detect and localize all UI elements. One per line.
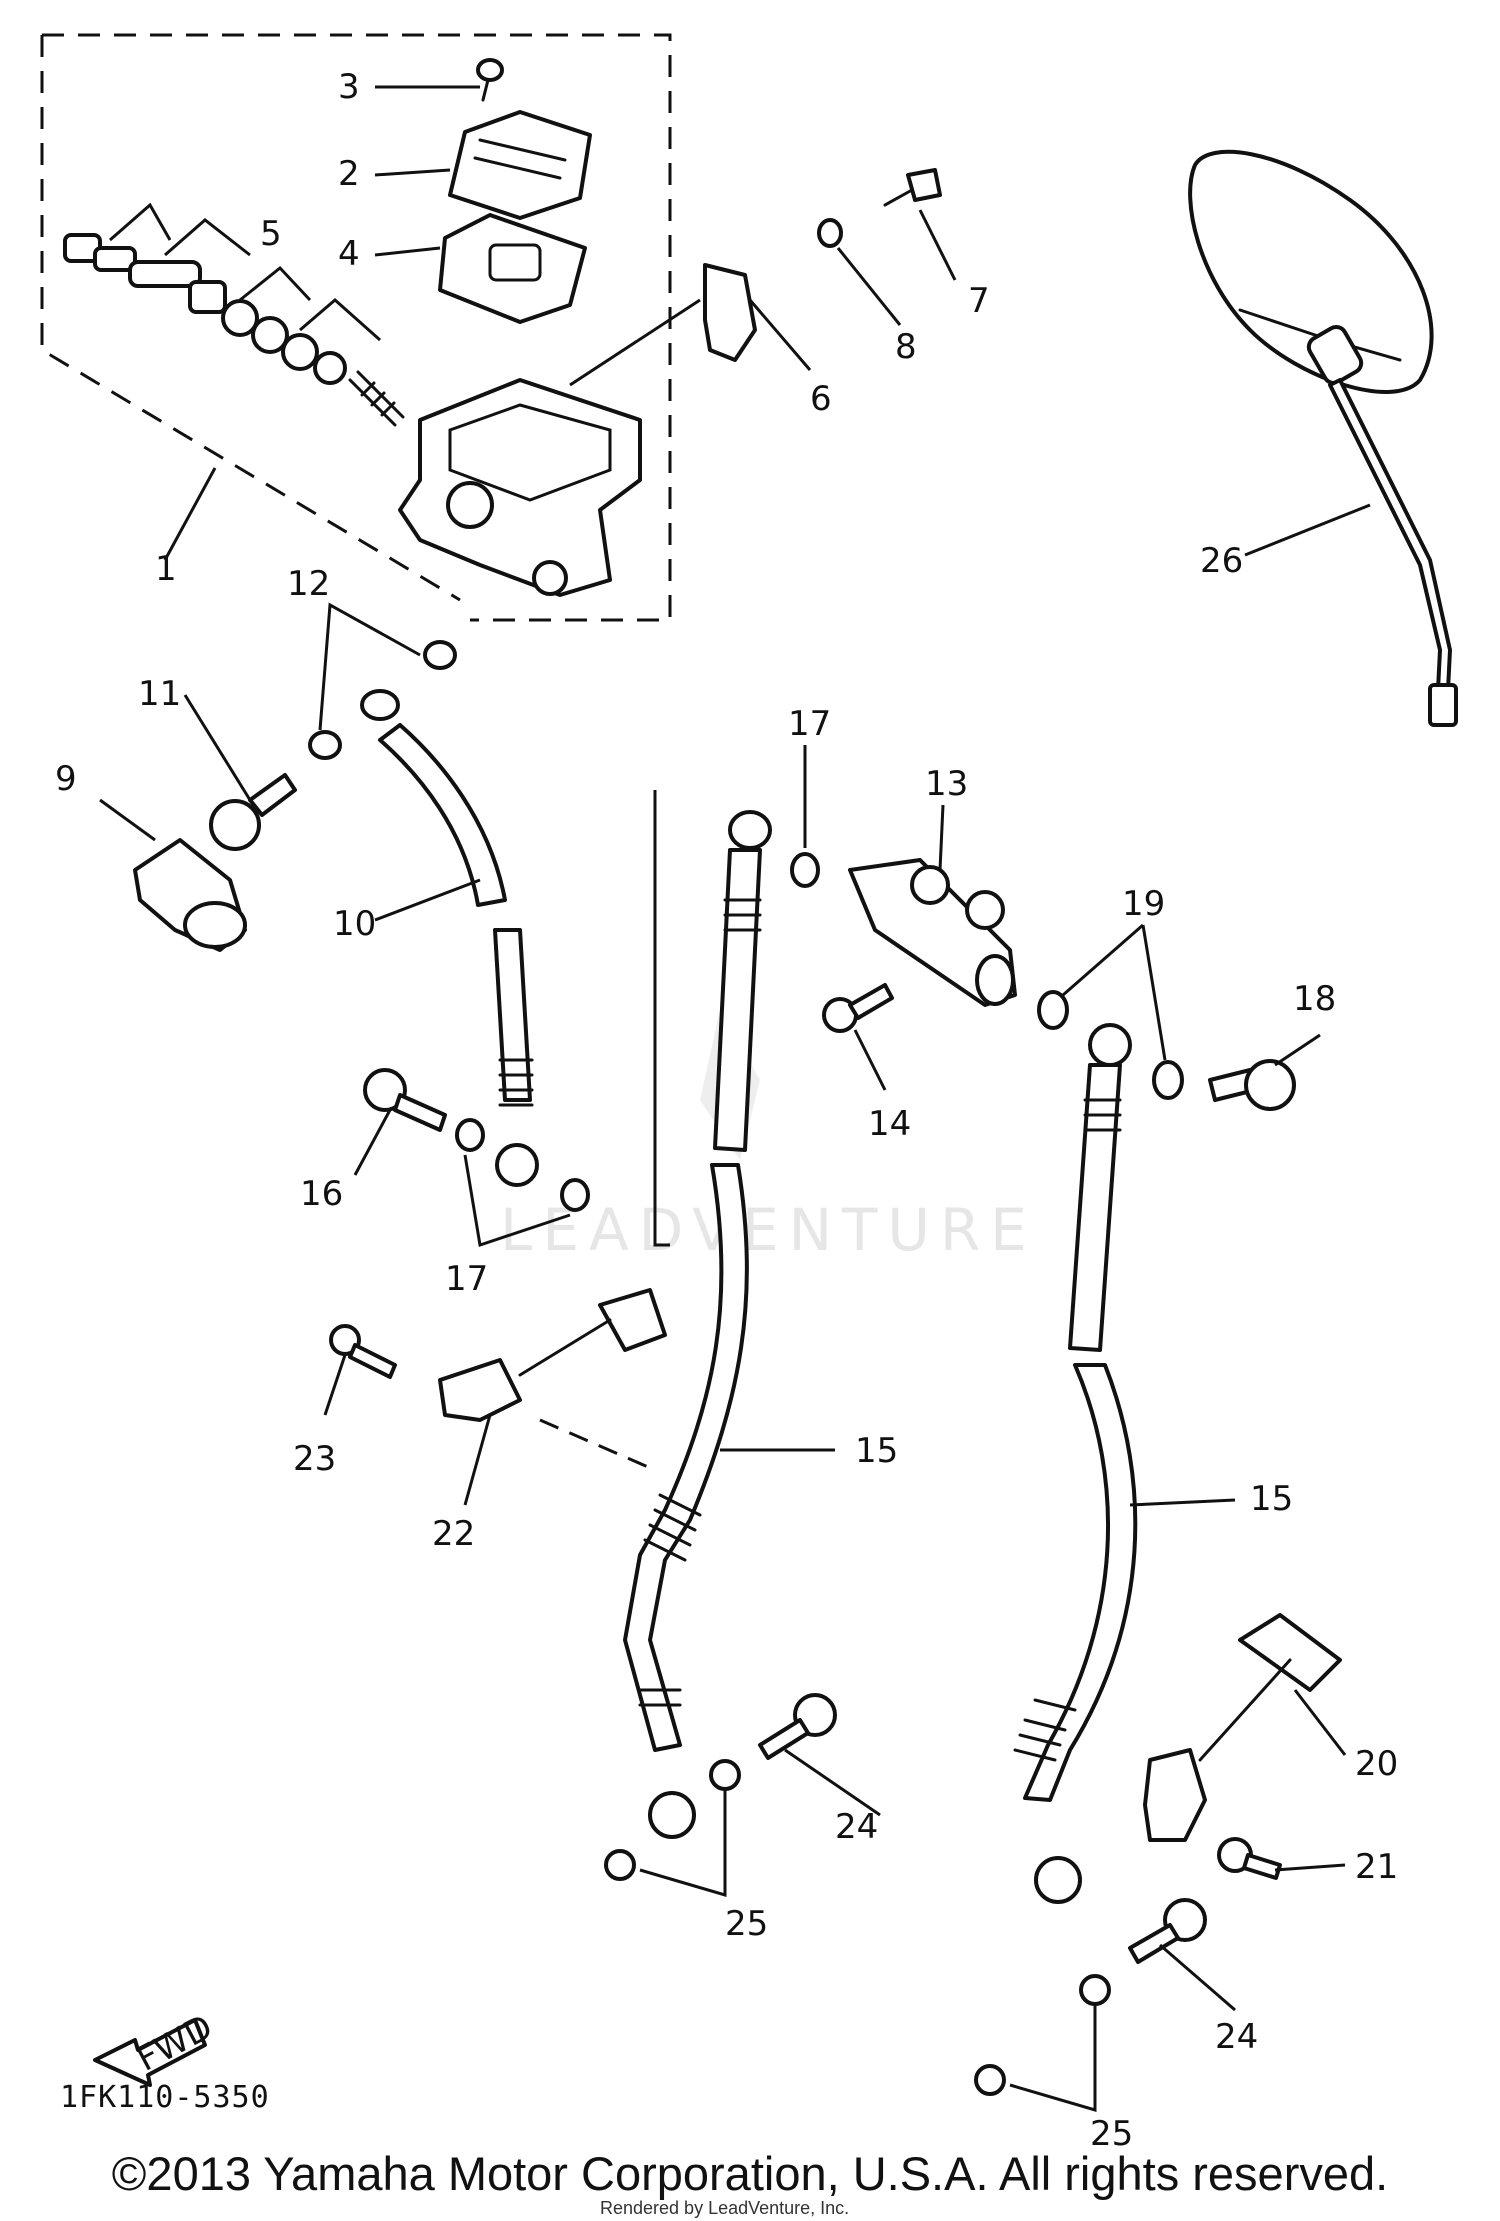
brake-hose-10 — [360, 689, 539, 1187]
callout-2: 2 — [338, 154, 360, 194]
clamp-6 — [703, 263, 757, 362]
callout-26: 26 — [1200, 541, 1243, 581]
callout-17-lower: 17 — [445, 1259, 488, 1299]
callout-8: 8 — [895, 327, 917, 367]
callout-leaders — [99, 85, 1371, 2012]
reservoir-cap-2 — [448, 110, 592, 220]
bolt-14 — [822, 983, 894, 1033]
brake-joint-13 — [848, 858, 1017, 1007]
callout-22: 22 — [432, 1514, 475, 1554]
washer-25-b — [604, 1849, 636, 1881]
leadventure-watermark: LEADVENTURE — [500, 1010, 1037, 1264]
piston-kit-5 — [63, 202, 405, 427]
fwd-label: FWD — [130, 2007, 219, 2080]
callout-1: 1 — [155, 549, 177, 589]
callout-15-right: 15 — [1250, 1479, 1293, 1519]
bolt-24-left — [758, 1693, 837, 1760]
washer-12-upper — [423, 640, 457, 670]
callout-14: 14 — [868, 1104, 911, 1144]
bolt-24-right — [1128, 1898, 1207, 1964]
callout-17-upper: 17 — [788, 704, 831, 744]
washer-19-b — [1152, 1060, 1184, 1100]
callout-11: 11 — [138, 674, 181, 714]
callout-5: 5 — [260, 214, 282, 254]
callout-10: 10 — [333, 904, 376, 944]
mirror-26 — [1188, 149, 1458, 727]
callout-6: 6 — [810, 379, 832, 419]
washer-17-b — [560, 1178, 590, 1212]
bolt-21 — [1217, 1837, 1282, 1880]
washer-25-a — [709, 1759, 741, 1791]
callout-23: 23 — [293, 1439, 336, 1479]
diaphragm-4 — [438, 213, 587, 324]
callout-12: 12 — [287, 564, 330, 604]
bracket-20 — [1143, 1613, 1342, 1842]
bolt-18 — [1208, 1059, 1296, 1111]
copyright-notice: ©2013 Yamaha Motor Corporation, U.S.A. A… — [111, 2147, 1389, 2200]
callout-18: 18 — [1293, 979, 1336, 1019]
washer-17-c — [790, 852, 820, 888]
callout-13: 13 — [925, 764, 968, 804]
washer-25-c — [1079, 1974, 1111, 2006]
bracket-22 — [438, 1288, 667, 1422]
callout-labels: 3 2 4 5 1 6 7 8 26 12 11 9 10 17 13 19 1… — [55, 67, 1398, 2154]
washer-17-a — [455, 1118, 485, 1152]
bolt-16 — [363, 1068, 447, 1132]
diagram-code: 1FK110-5350 — [60, 2080, 270, 2115]
bolt-7 — [883, 168, 942, 207]
washer-19-a — [1037, 990, 1069, 1030]
washer-12-lower — [308, 730, 342, 760]
brake-hose-15-right — [1013, 1023, 1138, 1904]
callout-16: 16 — [300, 1174, 343, 1214]
callout-4: 4 — [338, 234, 360, 274]
callout-25-right: 25 — [1090, 2114, 1133, 2154]
callout-15-left: 15 — [855, 1431, 898, 1471]
callout-19: 19 — [1122, 884, 1165, 924]
callout-9: 9 — [55, 759, 77, 799]
callout-24-left: 24 — [835, 1807, 878, 1847]
brake-hose-15-left — [623, 810, 772, 1839]
screw-3 — [476, 58, 504, 102]
master-cylinder-body — [398, 378, 642, 597]
master-cylinder-assembly-box — [40, 33, 672, 622]
callout-20: 20 — [1355, 1744, 1398, 1784]
washer-8 — [817, 218, 843, 248]
bolt-23 — [329, 1324, 397, 1379]
callout-25-left: 25 — [725, 1904, 768, 1944]
fwd-arrow-icon: FWD — [93, 2007, 219, 2087]
callout-7: 7 — [968, 281, 990, 321]
callout-21: 21 — [1355, 1847, 1398, 1887]
rendered-by-note: Rendered by LeadVenture, Inc. — [600, 2198, 850, 2218]
bolt-11 — [209, 773, 297, 851]
washer-25-d — [974, 2064, 1006, 2096]
watermark-text: LEADVENTURE — [500, 1196, 1037, 1264]
callout-3: 3 — [338, 67, 360, 107]
callout-24-right: 24 — [1215, 2017, 1258, 2057]
